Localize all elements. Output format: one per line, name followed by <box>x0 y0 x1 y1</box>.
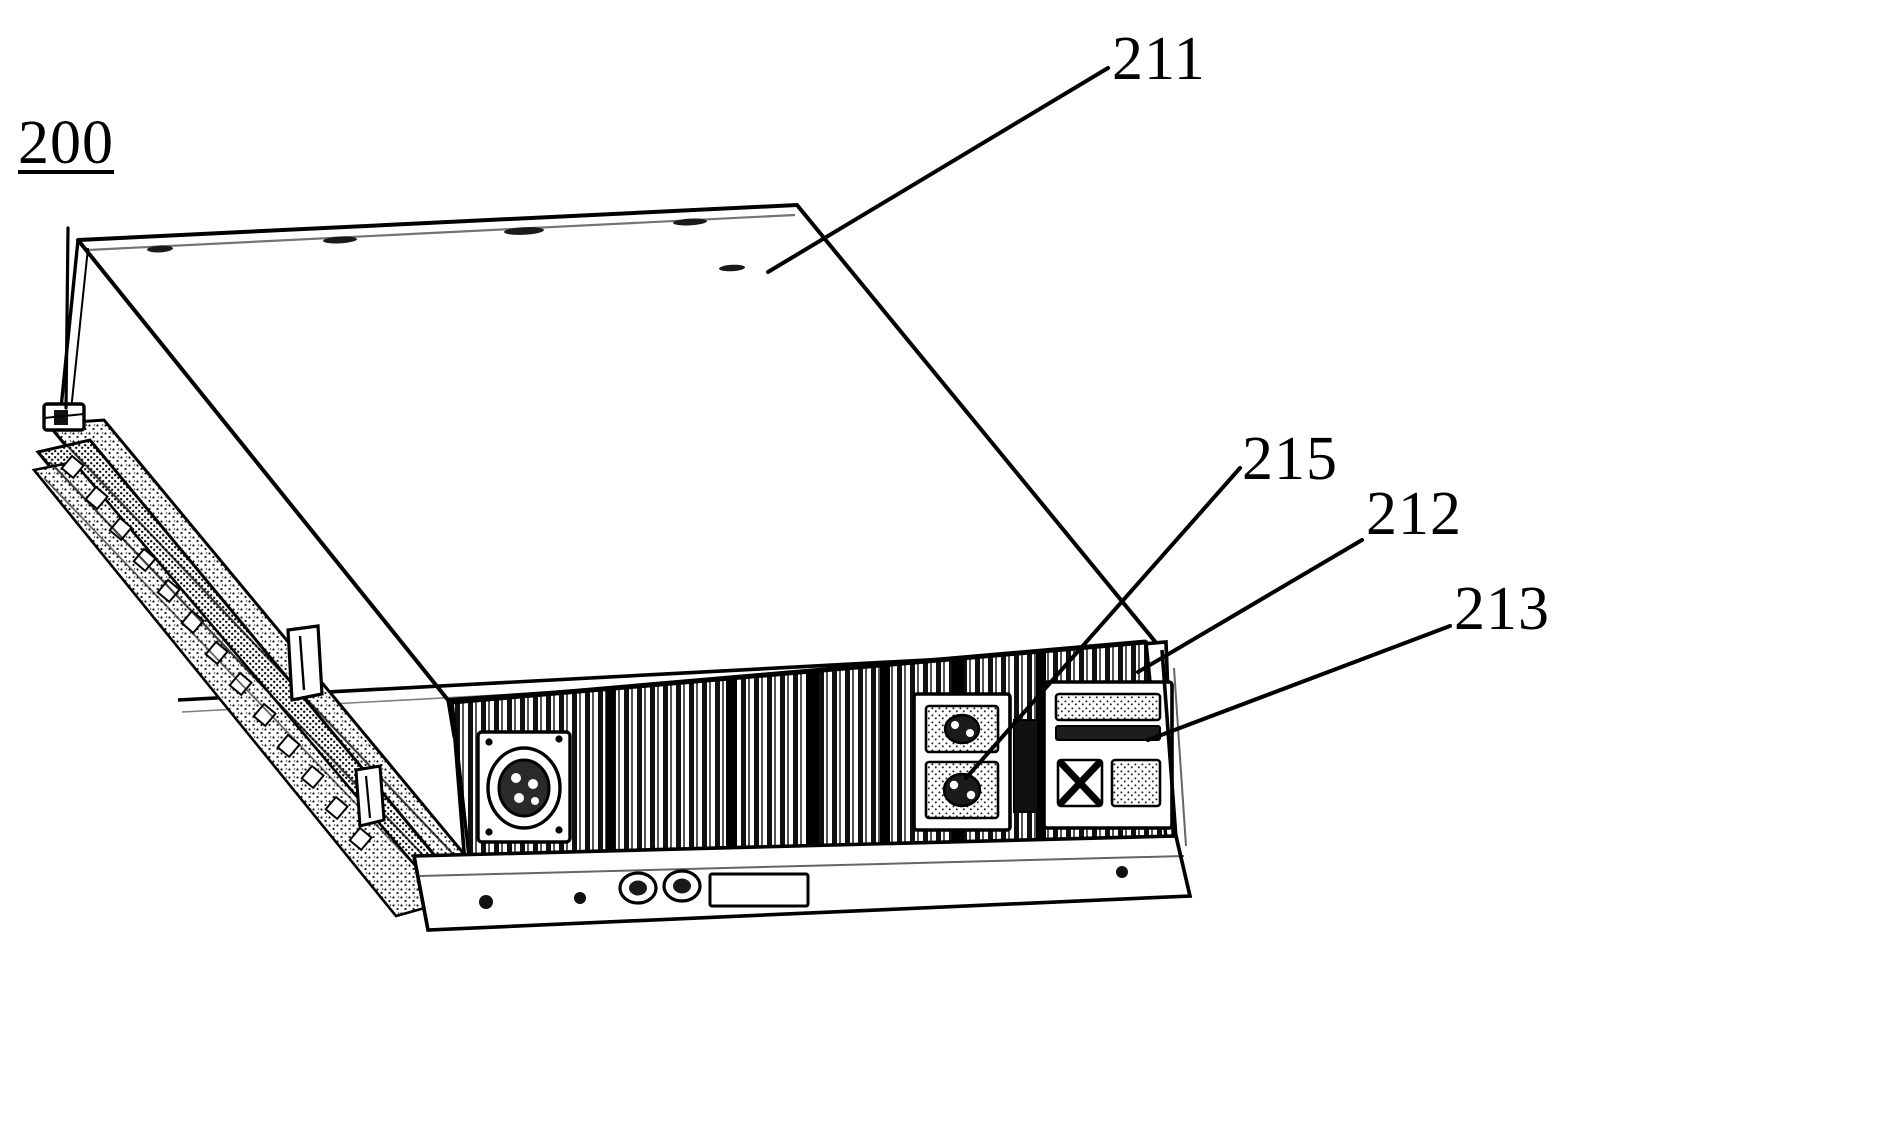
perforated-mounting-rail <box>31 418 477 918</box>
callout-211: 211 <box>1112 25 1206 93</box>
rail-latch-tab <box>286 624 324 702</box>
rail-latch-tab-lower <box>354 764 386 828</box>
leader-211 <box>766 66 1110 274</box>
module-gap-connector <box>1013 719 1039 813</box>
cover-surface-marks <box>147 218 745 272</box>
leader-lines <box>64 66 1452 780</box>
flange-connector-pair <box>618 869 702 905</box>
leader-200 <box>64 226 70 410</box>
connector-module-right <box>1042 680 1174 830</box>
keyed-receptacle <box>1056 758 1104 808</box>
leader-215 <box>964 466 1242 780</box>
rail-corner-bracket <box>42 402 86 432</box>
circular-connector <box>476 730 572 844</box>
connector-module-left <box>912 692 1012 832</box>
base-mounting-flange <box>411 834 1193 932</box>
callout-212: 212 <box>1366 480 1462 548</box>
leader-212 <box>1136 538 1364 674</box>
callout-215: 215 <box>1242 425 1338 493</box>
flange-fasteners <box>479 866 1128 909</box>
cover-left-fold <box>58 239 89 421</box>
callout-213: 213 <box>1454 575 1550 643</box>
chassis-right-edge <box>1160 649 1187 847</box>
leader-213 <box>1146 624 1452 742</box>
callout-200: 200 <box>18 109 114 177</box>
